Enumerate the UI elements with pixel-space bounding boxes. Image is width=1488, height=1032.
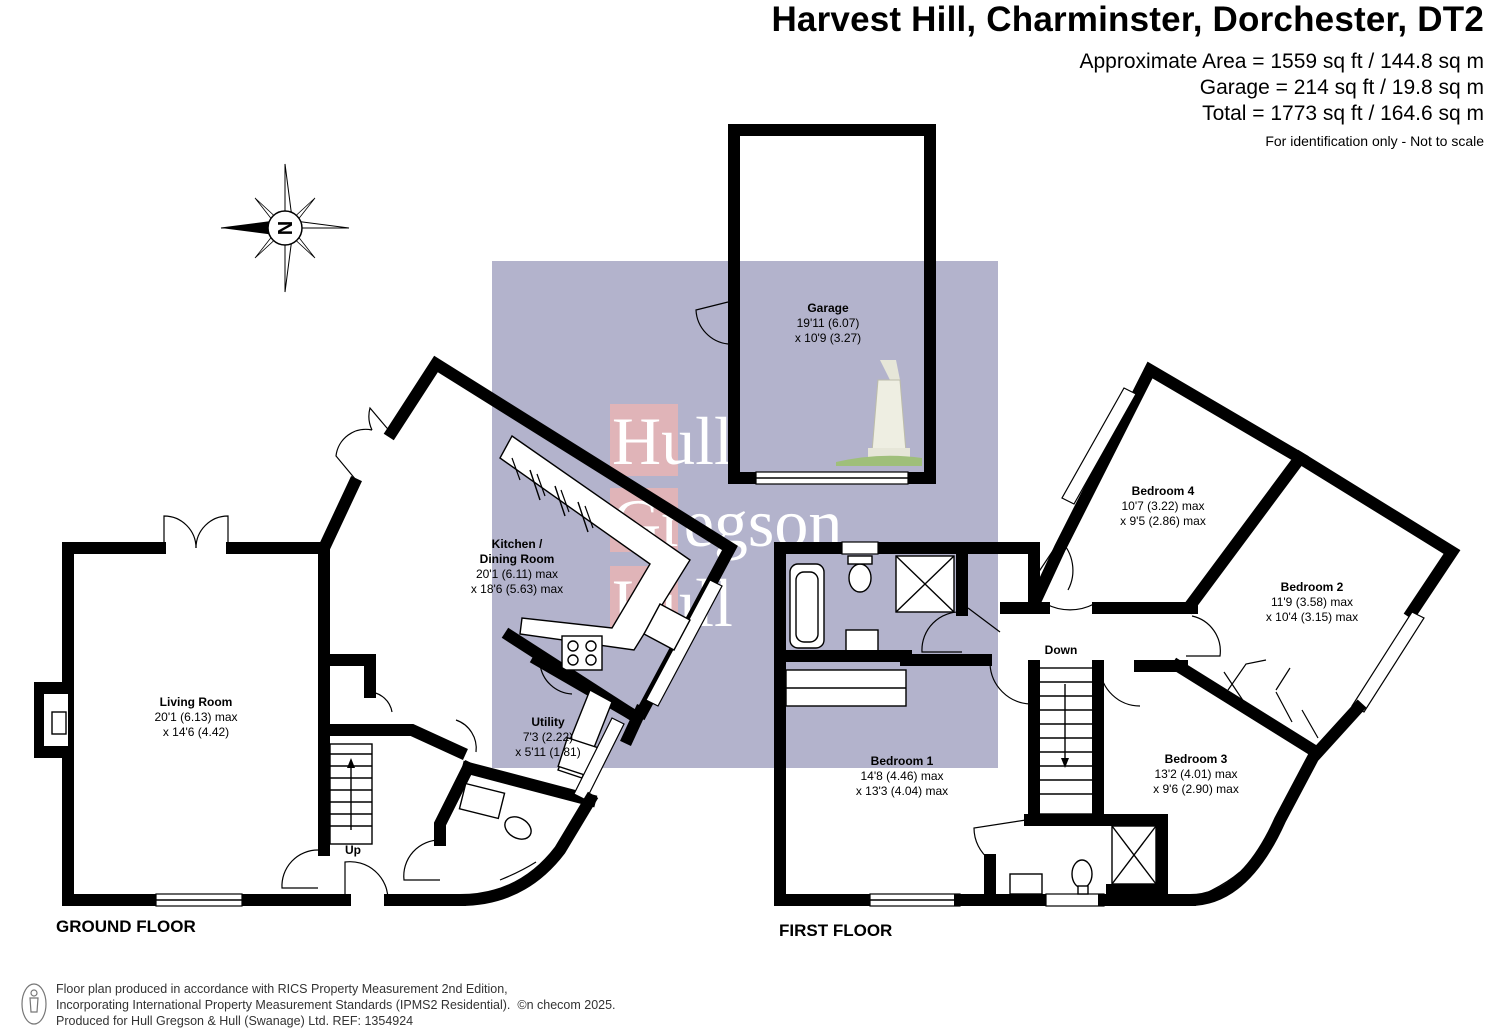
room-dim: 7'3 (2.22) xyxy=(523,730,573,744)
stairs-up-icon xyxy=(329,743,373,845)
footer-line-2: Incorporating International Property Mea… xyxy=(56,997,616,1013)
room-name: Garage xyxy=(807,301,849,315)
room-kitchen-label: Kitchen / Dining Room 20'1 (6.11) max x … xyxy=(471,537,563,596)
room-dim: x 10'4 (3.15) max xyxy=(1266,610,1358,624)
watermark-logo: Hull Gregson Hull xyxy=(492,261,998,768)
stairs-up-label: Up xyxy=(345,843,361,857)
footer-line-2-text: Incorporating International Property Mea… xyxy=(56,998,511,1012)
identification-note: For identification only - Not to scale xyxy=(1265,133,1484,149)
room-name: Utility xyxy=(531,715,565,729)
area-total: Total = 1773 sq ft / 164.6 sq m xyxy=(1202,102,1484,125)
room-dim: 10'7 (3.22) max xyxy=(1122,499,1205,513)
room-name: Bedroom 3 xyxy=(1165,752,1228,766)
ground-floor-label: GROUND FLOOR xyxy=(56,917,196,936)
room-dim: x 5'11 (1.81) xyxy=(515,745,580,759)
room-dim: 20'1 (6.13) max xyxy=(155,710,238,724)
room-name: Kitchen / xyxy=(492,537,543,551)
footer-line-1: Floor plan produced in accordance with R… xyxy=(56,982,508,996)
room-dim: x 10'9 (3.27) xyxy=(795,331,861,345)
area-approximate: Approximate Area = 1559 sq ft / 144.8 sq… xyxy=(1079,50,1485,73)
person-icon xyxy=(21,983,47,1025)
area-garage: Garage = 214 sq ft / 19.8 sq m xyxy=(1199,76,1484,99)
first-floor-walls xyxy=(774,361,1461,907)
room-bedroom4-label: Bedroom 4 10'7 (3.22) max x 9'5 (2.86) m… xyxy=(1120,484,1206,528)
room-dim: 11'9 (3.58) max xyxy=(1271,595,1353,609)
room-dim: x 9'5 (2.86) max xyxy=(1120,514,1206,528)
property-title: Harvest Hill, Charminster, Dorchester, D… xyxy=(771,0,1484,39)
room-name: Dining Room xyxy=(480,552,555,566)
room-name: Living Room xyxy=(160,695,233,709)
monument-icon xyxy=(836,360,922,466)
room-garage-label: Garage 19'11 (6.07) x 10'9 (3.27) xyxy=(795,301,861,345)
compass-rose-icon: N xyxy=(220,163,350,293)
stairs-down-label: Down xyxy=(1045,643,1078,657)
watermark-line-1: Hull xyxy=(612,403,733,479)
footer-credits: Floor plan produced in accordance with R… xyxy=(56,981,616,1029)
room-living-label: Living Room 20'1 (6.13) max x 14'6 (4.42… xyxy=(155,695,238,739)
room-bedroom2-label: Bedroom 2 11'9 (3.58) max x 10'4 (3.15) … xyxy=(1266,580,1358,624)
compass-letter: N xyxy=(275,221,297,235)
ground-floor-walls xyxy=(34,355,738,907)
garage-walls xyxy=(695,124,936,485)
room-dim: 14'8 (4.46) max xyxy=(861,769,944,783)
room-utility-label: Utility 7'3 (2.22) x 5'11 (1.81) xyxy=(515,715,580,759)
room-dim: 20'1 (6.11) max xyxy=(476,567,558,581)
room-bedroom1-label: Bedroom 1 14'8 (4.46) max x 13'3 (4.04) … xyxy=(856,754,948,798)
room-name: Bedroom 1 xyxy=(871,754,934,768)
room-dim: x 13'3 (4.04) max xyxy=(856,784,948,798)
room-name: Bedroom 4 xyxy=(1132,484,1195,498)
footer-line-3: Produced for Hull Gregson & Hull (Swanag… xyxy=(56,1014,414,1028)
room-bedroom3-label: Bedroom 3 13'2 (4.01) max x 9'6 (2.90) m… xyxy=(1153,752,1239,796)
room-dim: x 14'6 (4.42) xyxy=(163,725,229,739)
first-floor-label: FIRST FLOOR xyxy=(779,921,893,940)
room-dim: x 9'6 (2.90) max xyxy=(1153,782,1239,796)
room-name: Bedroom 2 xyxy=(1281,580,1344,594)
room-dim: x 18'6 (5.63) max xyxy=(471,582,563,596)
room-dim: 13'2 (4.01) max xyxy=(1155,767,1238,781)
footer-copyright: ©n checom 2025. xyxy=(517,998,616,1012)
stairs-down-icon xyxy=(1035,667,1095,815)
room-dim: 19'11 (6.07) xyxy=(797,316,860,330)
